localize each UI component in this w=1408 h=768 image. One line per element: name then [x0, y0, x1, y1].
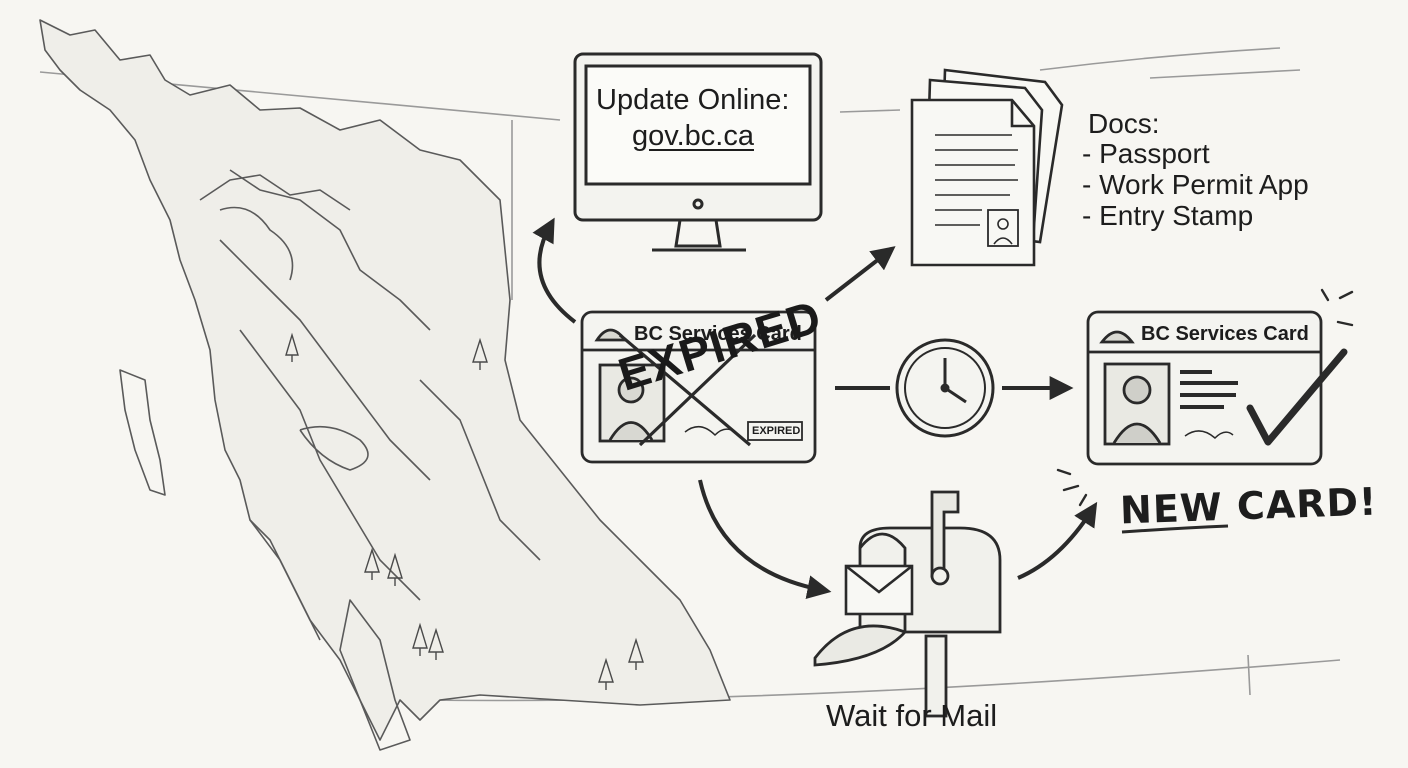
documents-icon — [910, 68, 1064, 267]
flow-arrows — [532, 217, 1098, 599]
arrow-to-monitor — [532, 217, 577, 324]
arrow-to-mailbox — [698, 479, 832, 599]
bc-map — [39, 19, 731, 751]
monitor-url-link[interactable]: gov.bc.ca — [632, 120, 754, 152]
expired-card — [580, 310, 817, 464]
wait-for-mail-label: Wait for Mail — [826, 698, 998, 733]
expired-card-title: BC Services Card — [634, 323, 802, 345]
computer-monitor-icon — [573, 52, 823, 252]
envelope-icon — [844, 564, 914, 616]
map-trees — [285, 332, 644, 690]
clock-icon — [895, 338, 995, 438]
monitor-title: Update Online: — [596, 84, 790, 116]
docs-item-work-permit: - Work Permit App — [1082, 169, 1309, 200]
new-card-underline — [1121, 524, 1229, 534]
background-lines — [39, 47, 1341, 702]
new-card-label: NEW CARD! — [1119, 479, 1379, 533]
docs-list: - Passport - Work Permit App - Entry Sta… — [1082, 138, 1309, 231]
docs-heading: Docs: — [1088, 108, 1160, 139]
arrow-to-docs — [824, 246, 896, 302]
docs-item-entry-stamp: - Entry Stamp — [1082, 200, 1254, 231]
expired-small-stamp: EXPIRED — [752, 425, 801, 437]
new-card-title: BC Services Card — [1141, 323, 1309, 345]
arrow-to-new-card-label — [1017, 501, 1098, 580]
checkmark-icon — [1246, 348, 1348, 446]
docs-item-passport: - Passport — [1082, 138, 1210, 169]
sparkle-lines — [1056, 288, 1354, 507]
